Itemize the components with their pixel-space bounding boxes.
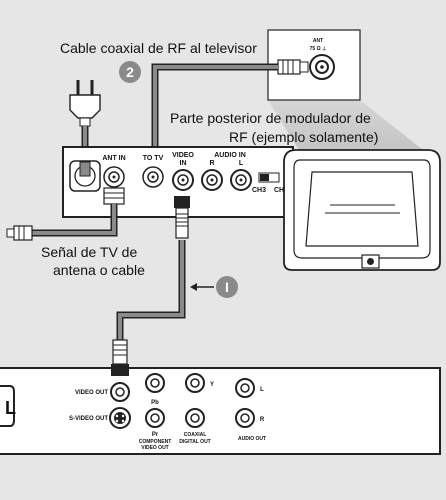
- video-in-label: IN: [180, 160, 187, 167]
- pb-label: Pb: [151, 400, 159, 406]
- svg-text:I: I: [225, 279, 229, 295]
- component-label-2: VIDEO OUT: [141, 445, 169, 451]
- ch4-label: CH4: [274, 187, 288, 194]
- ant-in-label: ANT IN: [102, 155, 125, 162]
- audio-out-label: AUDIO OUT: [238, 436, 266, 442]
- antenna-signal-label-line2: antena o cable: [53, 262, 145, 278]
- modulator-rear-label-line1: Parte posterior de modulador de: [170, 110, 371, 126]
- ch3-label: CH3: [252, 187, 266, 194]
- coaxial-label-2: DIGITAL OUT: [179, 439, 210, 445]
- s-video-out-label: S-VIDEO OUT: [69, 416, 108, 422]
- tv-antenna-jack-panel: ANT 75 Ω ⊥: [267, 29, 361, 101]
- audio-out-r-label: R: [260, 417, 265, 423]
- modulator-rear-label-line2: RF (ejemplo solamente): [229, 129, 379, 145]
- step-1-marker: I: [216, 276, 238, 298]
- audio-l-label: L: [239, 160, 244, 167]
- video-out-label: VIDEO OUT: [75, 390, 108, 396]
- rf-cable-to-tv: [153, 65, 278, 157]
- antenna-cable: [30, 204, 116, 235]
- video-plug-top: [174, 196, 190, 239]
- tv-ant-label: ANT: [313, 38, 323, 44]
- audio-in-label: AUDIO IN: [214, 152, 246, 159]
- television: [283, 149, 441, 271]
- video-label: VIDEO: [172, 152, 194, 159]
- dvd-player-rear-panel: L VIDEO OUT S-VIDEO OUT Pb Pr COMPONENT …: [0, 367, 441, 455]
- step-1-arrow: [190, 283, 214, 291]
- tv-ohm-label: 75 Ω ⊥: [310, 46, 327, 52]
- svg-text:2: 2: [126, 64, 134, 80]
- y-label: Y: [210, 382, 214, 388]
- antenna-plug: [103, 187, 125, 205]
- step-2-marker: 2: [119, 61, 141, 83]
- audio-out-l-label: L: [260, 387, 264, 393]
- antenna-cable-end-plug: [6, 225, 33, 241]
- to-tv-label: TO TV: [143, 155, 164, 162]
- antenna-signal-label-line1: Señal de TV de: [41, 244, 138, 260]
- zoom-beam: [268, 100, 423, 150]
- pr-label: Pr: [152, 432, 159, 438]
- video-cable: [118, 240, 184, 355]
- player-side-mark: L: [5, 398, 16, 418]
- rf-cable-label: Cable coaxial de RF al televisor: [60, 40, 257, 56]
- video-plug-bottom: [111, 339, 129, 376]
- component-label: COMPONENT: [139, 439, 172, 445]
- power-plug: [69, 80, 101, 127]
- audio-r-label: R: [209, 160, 214, 167]
- coaxial-label: COAXIAL: [184, 432, 207, 438]
